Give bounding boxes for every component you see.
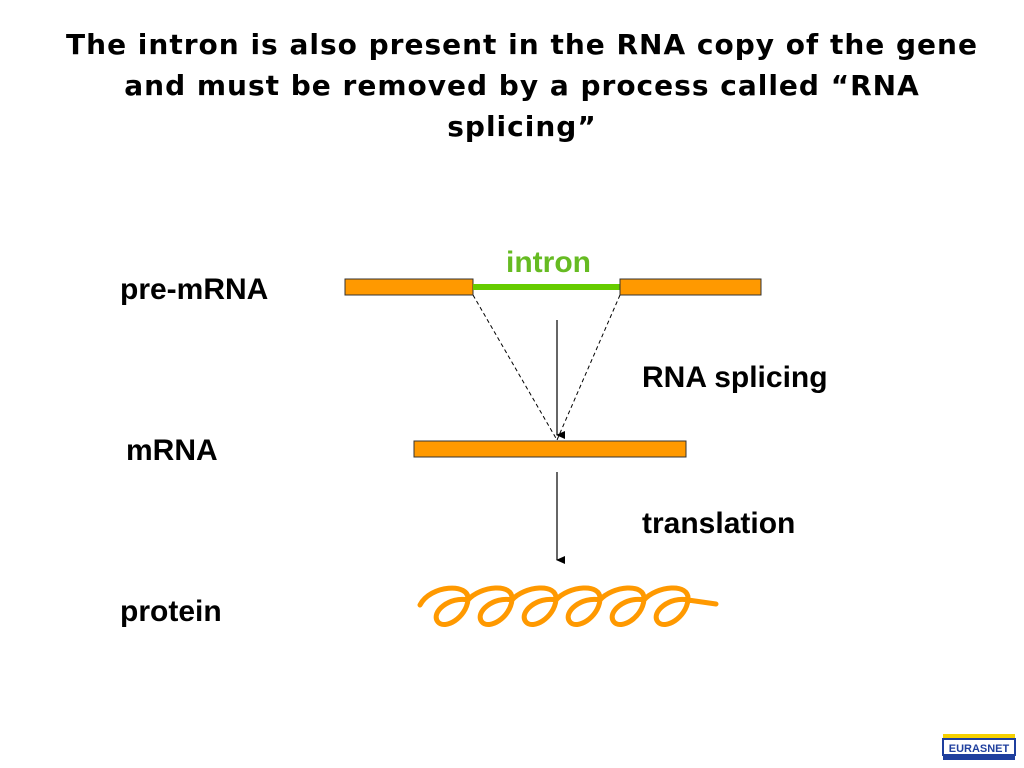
protein-helix [417,585,719,627]
splice-dashed-line-right [556,294,621,441]
logo-text: EURASNET [949,743,1010,755]
mrna-label: mRNA [126,434,218,467]
translation-label: translation [642,507,796,540]
title-line-3: splicing” [447,110,597,143]
protein-label: protein [120,595,222,628]
pre-mrna-intron [473,284,620,290]
eurasnet-logo: EURASNET [941,730,1017,762]
slide-title: The intron is also present in the RNA co… [40,24,1004,147]
title-line-1: The intron is also present in the RNA co… [66,28,978,61]
pre-mrna-exon-right [619,278,762,296]
title-line-2: and must be removed by a process called … [124,69,920,102]
rna-splicing-label: RNA splicing [642,361,828,394]
pre-mrna-exon-left [344,278,474,296]
intron-label: intron [506,246,591,279]
splice-dashed-line-left [472,294,558,441]
mrna-bar [413,440,687,458]
pre-mrna-label: pre-mRNA [120,273,269,306]
